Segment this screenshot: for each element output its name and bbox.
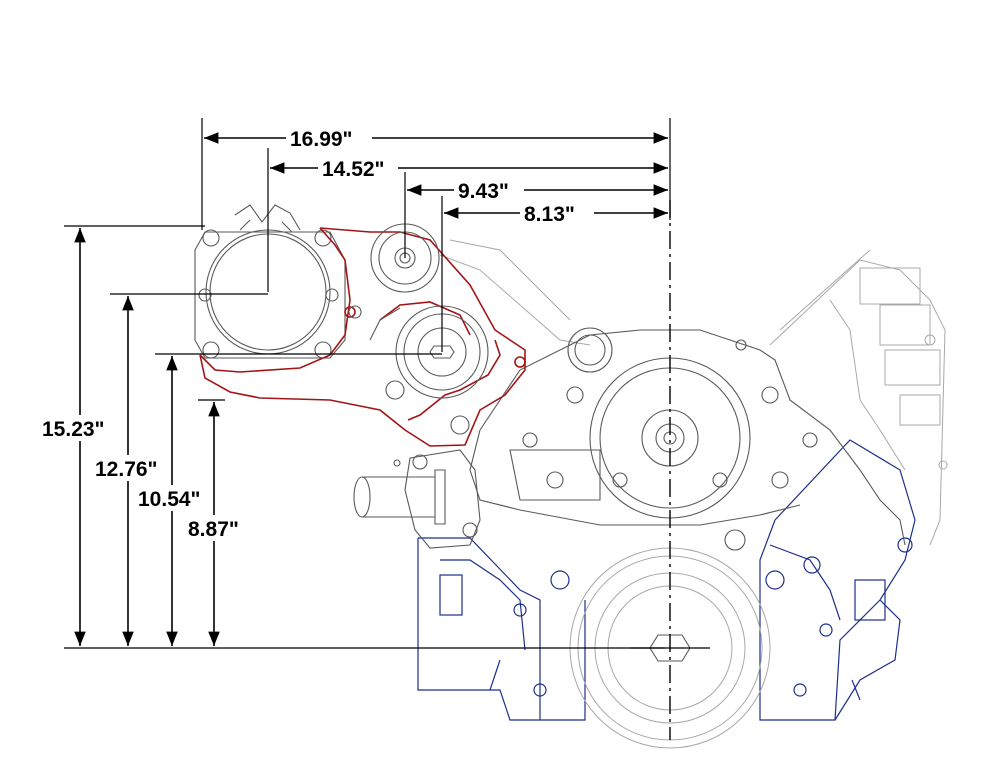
dim-label-15-23: 15.23"	[42, 418, 105, 441]
dim-label-9-43: 9.43"	[458, 180, 509, 203]
dimension-height-4: 8.87"	[184, 402, 256, 646]
dimension-width-4: 8.13"	[444, 201, 668, 226]
cylinder-head-outline	[439, 239, 948, 546]
dim-label-12-76: 12.76"	[95, 458, 158, 481]
dim-label-10-54: 10.54"	[138, 488, 201, 511]
dimension-width-3: 9.43"	[407, 178, 668, 203]
dimension-width-2: 14.52"	[270, 156, 668, 181]
dim-label-8-13: 8.13"	[524, 203, 575, 226]
vertical-extension-lines	[64, 225, 665, 649]
dimension-overall-width: 16.99"	[204, 126, 668, 151]
dimension-overall-height: 15.23"	[38, 228, 128, 646]
engine-block	[417, 439, 916, 721]
dim-label-8-87: 8.87"	[188, 518, 239, 541]
dimension-height-3: 10.54"	[134, 356, 214, 646]
front-cover	[469, 327, 906, 551]
horizontal-extension-lines	[201, 118, 671, 352]
dim-label-14-52: 14.52"	[322, 158, 385, 181]
dim-label-16-99: 16.99"	[290, 128, 353, 151]
thermostat-housing	[353, 449, 481, 549]
dimension-height-2: 12.76"	[91, 296, 171, 646]
mounting-bracket	[199, 227, 526, 447]
